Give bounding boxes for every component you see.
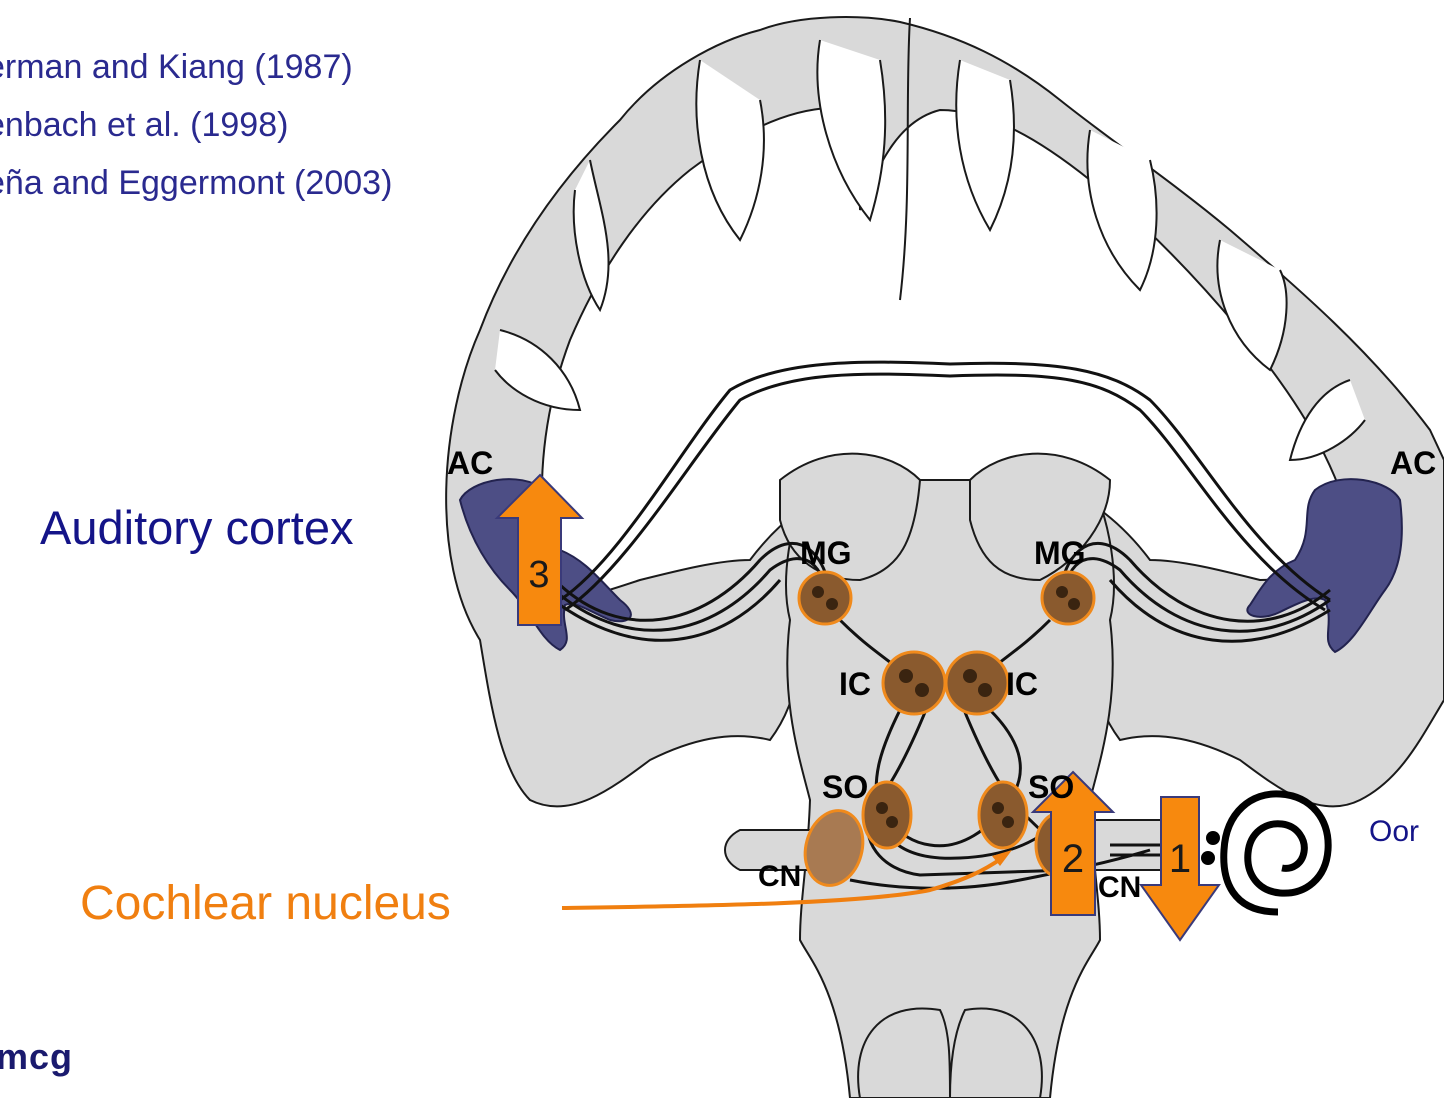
label-so-left: SO: [822, 769, 868, 805]
label-mg-right: MG: [1034, 535, 1086, 571]
nucleus-ic-right: [946, 652, 1008, 714]
label-ic-right: IC: [1006, 666, 1038, 702]
nucleus-so-left: [863, 782, 911, 848]
cochlear-nucleus-label: Cochlear nucleus: [80, 876, 451, 931]
hair-cell-dot: [1206, 831, 1220, 845]
arrow-number: 1: [1169, 837, 1191, 881]
label-mg-left: MG: [800, 535, 852, 571]
label-so-right: SO: [1028, 769, 1074, 805]
label-cn-left: CN: [758, 860, 801, 893]
umcg-logo: mcg: [0, 1036, 73, 1078]
arrow-number: 3: [528, 554, 549, 596]
nucleus-so-right: [979, 782, 1027, 848]
label-cn-right: CN: [1098, 871, 1141, 904]
label-ic-left: IC: [839, 666, 871, 702]
label-ac-left: AC: [447, 445, 493, 481]
nucleus-ic-left: [883, 652, 945, 714]
hair-cell-dot: [1201, 851, 1215, 865]
nucleus-mg-left: [799, 572, 851, 624]
auditory-cortex-label: Auditory cortex: [40, 500, 353, 555]
ear-label: Oor: [1369, 815, 1419, 849]
arrow-number: 2: [1062, 837, 1084, 881]
nucleus-mg-right: [1042, 572, 1094, 624]
label-ac-right: AC: [1390, 445, 1436, 481]
